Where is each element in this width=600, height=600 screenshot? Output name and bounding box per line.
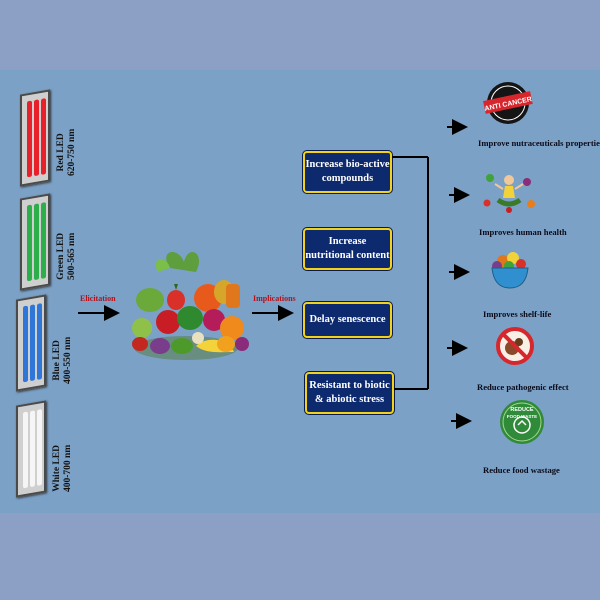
effect-box-stress: Resistant to biotic& abiotic stress	[305, 372, 394, 414]
reduce-waste-icon: REDUCE FOOD WASTE	[500, 400, 544, 444]
anti-cancer-icon: ANTI CANCER	[483, 82, 533, 124]
bracket-connector	[392, 156, 429, 390]
effect-box-senescence: Delay senescence	[303, 302, 392, 338]
outcome-human-health: Improves human health	[479, 227, 567, 237]
outcome-food-wastage: Reduce food wastage	[483, 465, 560, 475]
fruit-bowl-icon	[491, 252, 529, 289]
no-pathogen-icon	[496, 327, 534, 365]
outcome-shelf-life: Improves shelf-life	[483, 309, 552, 319]
elicitation-label: Elicitation	[80, 294, 116, 303]
outcome-pathogenic: Reduce pathogenic effect	[477, 382, 569, 392]
outcome-nutraceuticals: Improve nutraceuticals properties	[478, 138, 600, 148]
vegetables-cluster-icon	[132, 251, 249, 360]
human-health-icon	[483, 174, 535, 213]
content-band	[0, 70, 600, 513]
svg-text:REDUCE: REDUCE	[510, 407, 534, 413]
implications-label: Implications	[253, 294, 296, 303]
